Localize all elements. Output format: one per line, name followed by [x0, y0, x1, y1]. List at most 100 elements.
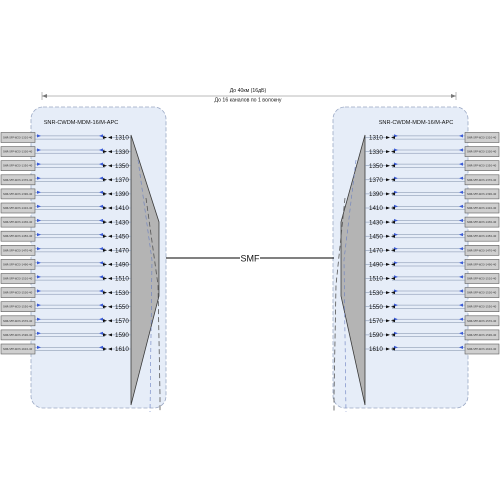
right-fiber-pair: [365, 347, 465, 351]
connector-icon: [99, 204, 103, 209]
connector-icon: [37, 331, 41, 335]
left-module-label: SNR-SFP-W23-1430-40: [3, 220, 33, 224]
connector-icon: [99, 331, 103, 335]
connector-icon: [386, 333, 390, 337]
connector-icon: [103, 178, 107, 182]
right-fiber-pair: [365, 304, 465, 309]
right-mux-panel: [332, 106, 469, 409]
connector-icon: [99, 345, 103, 349]
right-fiber-pair: [365, 290, 465, 295]
right-wavelength-label: 1490: [369, 262, 383, 269]
connector-icon: [103, 234, 107, 238]
connector-icon: [103, 319, 107, 323]
connector-icon: [391, 305, 395, 309]
left-wavelength-label: 1430: [115, 219, 129, 226]
connector-icon: [37, 317, 41, 321]
left-wavelength-label: 1310: [115, 135, 129, 142]
connector-icon: [99, 233, 103, 237]
right-wavelength-label: 1510: [369, 276, 383, 283]
connector-icon: [386, 248, 390, 252]
right-module-label: SNR-SFP-W23-1330-40: [467, 150, 497, 154]
connector-icon: [386, 136, 390, 139]
left-sfp-module: SNR-SFP-W23-1450-40: [0, 230, 36, 242]
right-sfp-module: SNR-SFP-W23-1490-40: [464, 259, 500, 270]
connector-icon: [108, 262, 112, 266]
left-dashed-outline-blue: [137, 159, 153, 413]
left-module-label: SNR-SFP-W23-1510-40: [3, 277, 33, 281]
left-sfp-module: SNR-SFP-W23-1510-40: [0, 273, 36, 284]
right-wavelength-label: 1330: [369, 149, 383, 156]
left-fiber-pair: [35, 192, 131, 196]
right-module-label: SNR-SFP-W23-1350-40: [467, 164, 497, 168]
smf-label: SMF: [241, 254, 261, 264]
right-fiber-pair: [365, 234, 465, 239]
left-module-label: SNR-SFP-W23-1350-40: [3, 164, 33, 168]
left-sfp-module: SNR-SFP-W23-1610-40: [0, 343, 36, 355]
left-wavelength-label: 1390: [115, 191, 129, 198]
connector-icon: [37, 247, 41, 251]
left-wavelength-label: 1490: [115, 262, 129, 269]
connector-icon: [386, 178, 390, 182]
right-module-label: SNR-SFP-W23-1570-40: [467, 319, 497, 323]
right-module-label: SNR-SFP-W23-1390-40: [467, 192, 497, 196]
left-mux-title: SNR-CWDM-MDM-16/M-APC: [44, 120, 119, 126]
left-sfp-module: SNR-SFP-W23-1470-40: [0, 245, 36, 256]
right-fiber-pair: [365, 276, 465, 281]
left-module-label: SNR-SFP-W23-1490-40: [3, 262, 33, 266]
distance-dimension: [41, 92, 457, 100]
connector-icon: [459, 134, 463, 138]
left-wavelength-label: 1470: [115, 248, 129, 255]
connector-icon: [459, 345, 463, 349]
left-sfp-module: SNR-SFP-W23-1550-40: [0, 301, 36, 313]
connector-icon: [37, 204, 41, 209]
connector-icon: [391, 234, 395, 238]
connector-icon: [108, 150, 112, 154]
right-sfp-module: SNR-SFP-W23-1550-40: [464, 301, 500, 313]
connector-icon: [386, 150, 390, 154]
connector-icon: [99, 275, 103, 279]
right-sfp-module: SNR-SFP-W23-1330-40: [464, 146, 500, 157]
left-fiber-pair: [35, 262, 131, 267]
connector-icon: [108, 178, 112, 182]
left-fiber-pair: [35, 347, 131, 351]
connector-icon: [386, 192, 390, 196]
left-wavelength-label: 1590: [115, 332, 129, 339]
channels-label: До 16 каналов по 1 волокну: [215, 98, 282, 104]
right-wavelength-label: 1350: [369, 163, 383, 170]
connector-icon: [103, 136, 107, 139]
connector-icon: [99, 247, 103, 251]
connector-icon: [391, 291, 395, 295]
left-fiber-pair: [35, 234, 131, 239]
connector-icon: [459, 162, 463, 166]
right-wavelength-label: 1570: [369, 318, 383, 325]
connector-icon: [99, 176, 103, 180]
left-wavelength-label: 1350: [115, 163, 129, 170]
right-sfp-module: SNR-SFP-W23-1470-40: [464, 245, 500, 256]
connector-icon: [386, 262, 390, 266]
connector-icon: [103, 347, 107, 351]
connector-icon: [99, 303, 103, 307]
left-module-label: SNR-SFP-W23-1470-40: [3, 248, 33, 252]
right-fiber-pair: [365, 220, 465, 224]
connector-icon: [386, 164, 390, 168]
connector-icon: [37, 275, 41, 279]
connector-icon: [108, 248, 112, 252]
right-module-label: SNR-SFP-W23-1370-40: [467, 178, 497, 182]
connector-icon: [391, 333, 395, 337]
connector-icon: [103, 305, 107, 309]
right-wavelength-label: 1390: [369, 191, 383, 198]
connector-icon: [108, 291, 112, 295]
left-fiber-pair: [35, 248, 131, 253]
right-dashed-outline-blue: [343, 159, 357, 413]
connector-icon: [386, 206, 390, 210]
right-wavelength-label: 1550: [369, 304, 383, 311]
left-fiber-pair: [35, 135, 131, 140]
connector-icon: [459, 204, 463, 209]
connector-icon: [108, 333, 112, 337]
connector-icon: [459, 303, 463, 307]
connector-icon: [108, 206, 112, 210]
connector-icon: [37, 162, 41, 166]
right-mux-title: SNR-CWDM-MDM-16/M-APC: [379, 120, 454, 126]
left-wavelength-label: 1410: [115, 205, 129, 212]
right-module-label: SNR-SFP-W23-1470-40: [467, 248, 497, 252]
